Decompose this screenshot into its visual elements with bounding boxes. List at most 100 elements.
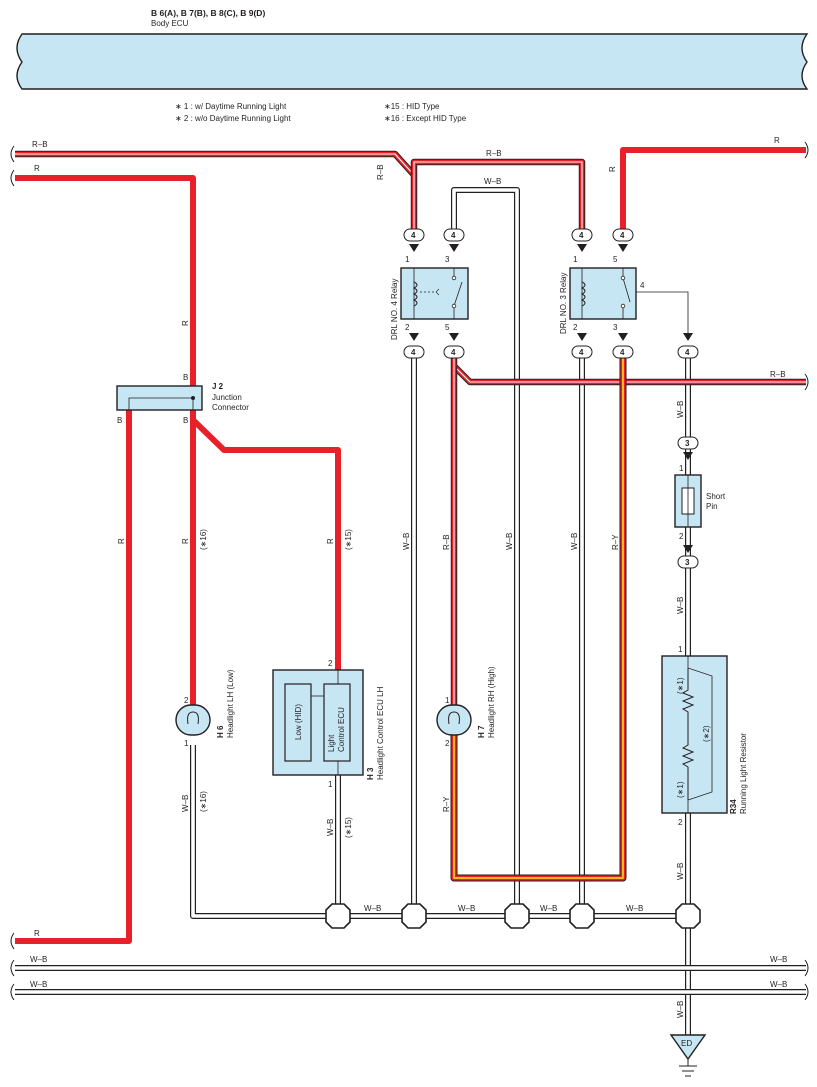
wire-ends [10, 141, 809, 1001]
svg-text:4: 4 [411, 231, 416, 240]
relay3-pin-2: 2 [573, 323, 578, 332]
wire-label-r-top: R [34, 164, 40, 173]
note-15: ∗15 : HID Type [384, 102, 440, 111]
plug-short-pin-bottom: 3 [677, 545, 699, 569]
wire-label-r-v4: R [181, 538, 190, 544]
relay4-pin-1: 1 [405, 255, 410, 264]
wire-label-wb-v3: W–B [570, 533, 579, 550]
svg-text:4: 4 [685, 348, 690, 357]
relay4-box [400, 267, 469, 320]
relay4-pin-5: 5 [445, 323, 450, 332]
svg-text:4: 4 [620, 231, 625, 240]
svg-text:4: 4 [411, 348, 416, 357]
connector-plugs: 4 4 4 4 4 4 [403, 228, 699, 569]
j2-pin-top: B [183, 373, 188, 382]
plug-relay3-pin5: 4 [612, 228, 634, 252]
splice-4 [569, 903, 595, 929]
h3-name: Headlight Control ECU LH [376, 686, 385, 780]
wire-label-r-v5: R [326, 538, 335, 544]
j2-pin-left: B [117, 416, 122, 425]
h3-light-ecu [323, 683, 351, 762]
headlight-rh-h7: 1 2 H 7 Headlight RH (High) [436, 666, 496, 748]
r-wires [15, 147, 806, 944]
rb-wires [15, 150, 806, 705]
wire-label-wb-2r: W–B [770, 980, 787, 989]
wire-label-rb-v1: R–B [376, 164, 385, 180]
h6-name: Headlight LH (Low) [226, 669, 235, 738]
variant-notes: ∗ 1 : w/ Daytime Running Light ∗ 2 : w/o… [175, 102, 467, 123]
svg-text:4: 4 [620, 348, 625, 357]
tag-16-b: (∗16) [199, 791, 208, 812]
svg-text:4: 4 [579, 231, 584, 240]
h3-low-label: Low (HID) [294, 704, 303, 740]
h7-name: Headlight RH (High) [487, 666, 496, 738]
wire-label-r-v3: R [117, 538, 126, 544]
plug-relay4-pin3: 4 [443, 228, 465, 252]
body-ecu-header: B 6(A), B 7(B), B 8(C), B 9(D) Body ECU [16, 8, 809, 90]
wire-label-ry-v2: R–Y [442, 796, 451, 812]
wire-label-rb-top: R–B [32, 140, 48, 149]
splice-nodes [325, 903, 701, 929]
h3-pin-2: 2 [328, 659, 333, 668]
plug-relay4-pin2: 4 [403, 333, 425, 359]
relay4-name: DRL NO. 4 Relay [390, 279, 399, 341]
plug-relay4-pin5: 4 [443, 333, 465, 359]
wire-label-wb-v7: W–B [676, 1001, 685, 1018]
drl-no4-relay: 1 3 2 5 DRL NO. 4 Relay [390, 255, 469, 341]
wire-label-rb-v2: R–B [442, 534, 451, 550]
ground-triangle [669, 1034, 707, 1061]
wire-label-wb-b1: W–B [364, 904, 381, 913]
wire-labels: R–B R R–B W–B R R–B R W–B W–B W–B W–B W–… [30, 136, 787, 1018]
relay3-box [569, 267, 637, 320]
wire-label-wb-v1: W–B [402, 533, 411, 550]
relay4-pin-2: 2 [405, 323, 410, 332]
svg-text:4: 4 [451, 231, 456, 240]
relay3-pin-1: 1 [573, 255, 578, 264]
wire-label-r-v1: R [608, 166, 617, 172]
tag-16-a: (∗16) [199, 529, 208, 550]
relay3-name: DRL NO. 3 Relay [559, 273, 568, 335]
splice-1 [325, 903, 351, 929]
short-pin-1: 1 [679, 464, 684, 473]
h7-pin-1: 1 [445, 696, 450, 705]
wire-label-r-bottom: R [34, 929, 40, 938]
wire-label-wb-v6: W–B [676, 863, 685, 880]
wb-wires [15, 187, 806, 1035]
h3-pin-1: 1 [328, 780, 333, 789]
j2-pin-right: B [183, 416, 188, 425]
running-light-resistor-r34: 1 2 (∗1) (∗1) (∗2) R34 Running Light Res… [661, 645, 748, 827]
headlight-lh-h6: 2 1 H 6 Headlight LH (Low) [175, 669, 235, 748]
plug-short-pin-top: 3 [677, 436, 699, 460]
drl-no3-relay: 1 5 2 3 4 DRL NO. 3 Relay [559, 255, 689, 340]
wire-label-wb-v9: W–B [326, 819, 335, 836]
j2-name-1: Junction [212, 393, 242, 402]
junction-connector-j2: B B B J 2 Junction Connector [116, 373, 249, 425]
h6-code: H 6 [216, 725, 225, 738]
wire-label-wb-v5: W–B [676, 597, 685, 614]
wire-label-wb-loop: W–B [484, 177, 501, 186]
r34-code: R34 [729, 799, 738, 814]
body-ecu-box [16, 33, 809, 90]
ecu-name: Body ECU [151, 19, 189, 28]
h3-light-label: Light [327, 734, 336, 752]
svg-text:4: 4 [579, 348, 584, 357]
relay4-pin-3: 3 [445, 255, 450, 264]
h3-ecu-label: Control ECU [337, 707, 346, 752]
r34-pin-1: 1 [678, 645, 683, 654]
r34-tag-2: (∗2) [702, 725, 711, 742]
short-pin-name-2: Pin [706, 502, 718, 511]
svg-text:3: 3 [685, 558, 690, 567]
r34-pin-2: 2 [678, 818, 683, 827]
ecu-connector-codes: B 6(A), B 7(B), B 8(C), B 9(D) [151, 8, 265, 18]
ground-ed: ED [669, 1034, 707, 1077]
h7-pin-2: 2 [445, 739, 450, 748]
note-1: ∗ 1 : w/ Daytime Running Light [175, 102, 287, 111]
h7-bulb [436, 704, 472, 736]
ry-wire [450, 352, 627, 882]
short-pin-2: 2 [679, 532, 684, 541]
wire-label-rb-mid: R–B [486, 149, 502, 158]
relay3-pin-4: 4 [640, 281, 645, 290]
plug-relay3-pin2: 4 [571, 333, 593, 359]
plug-relay3-pin4: 4 [677, 333, 699, 359]
